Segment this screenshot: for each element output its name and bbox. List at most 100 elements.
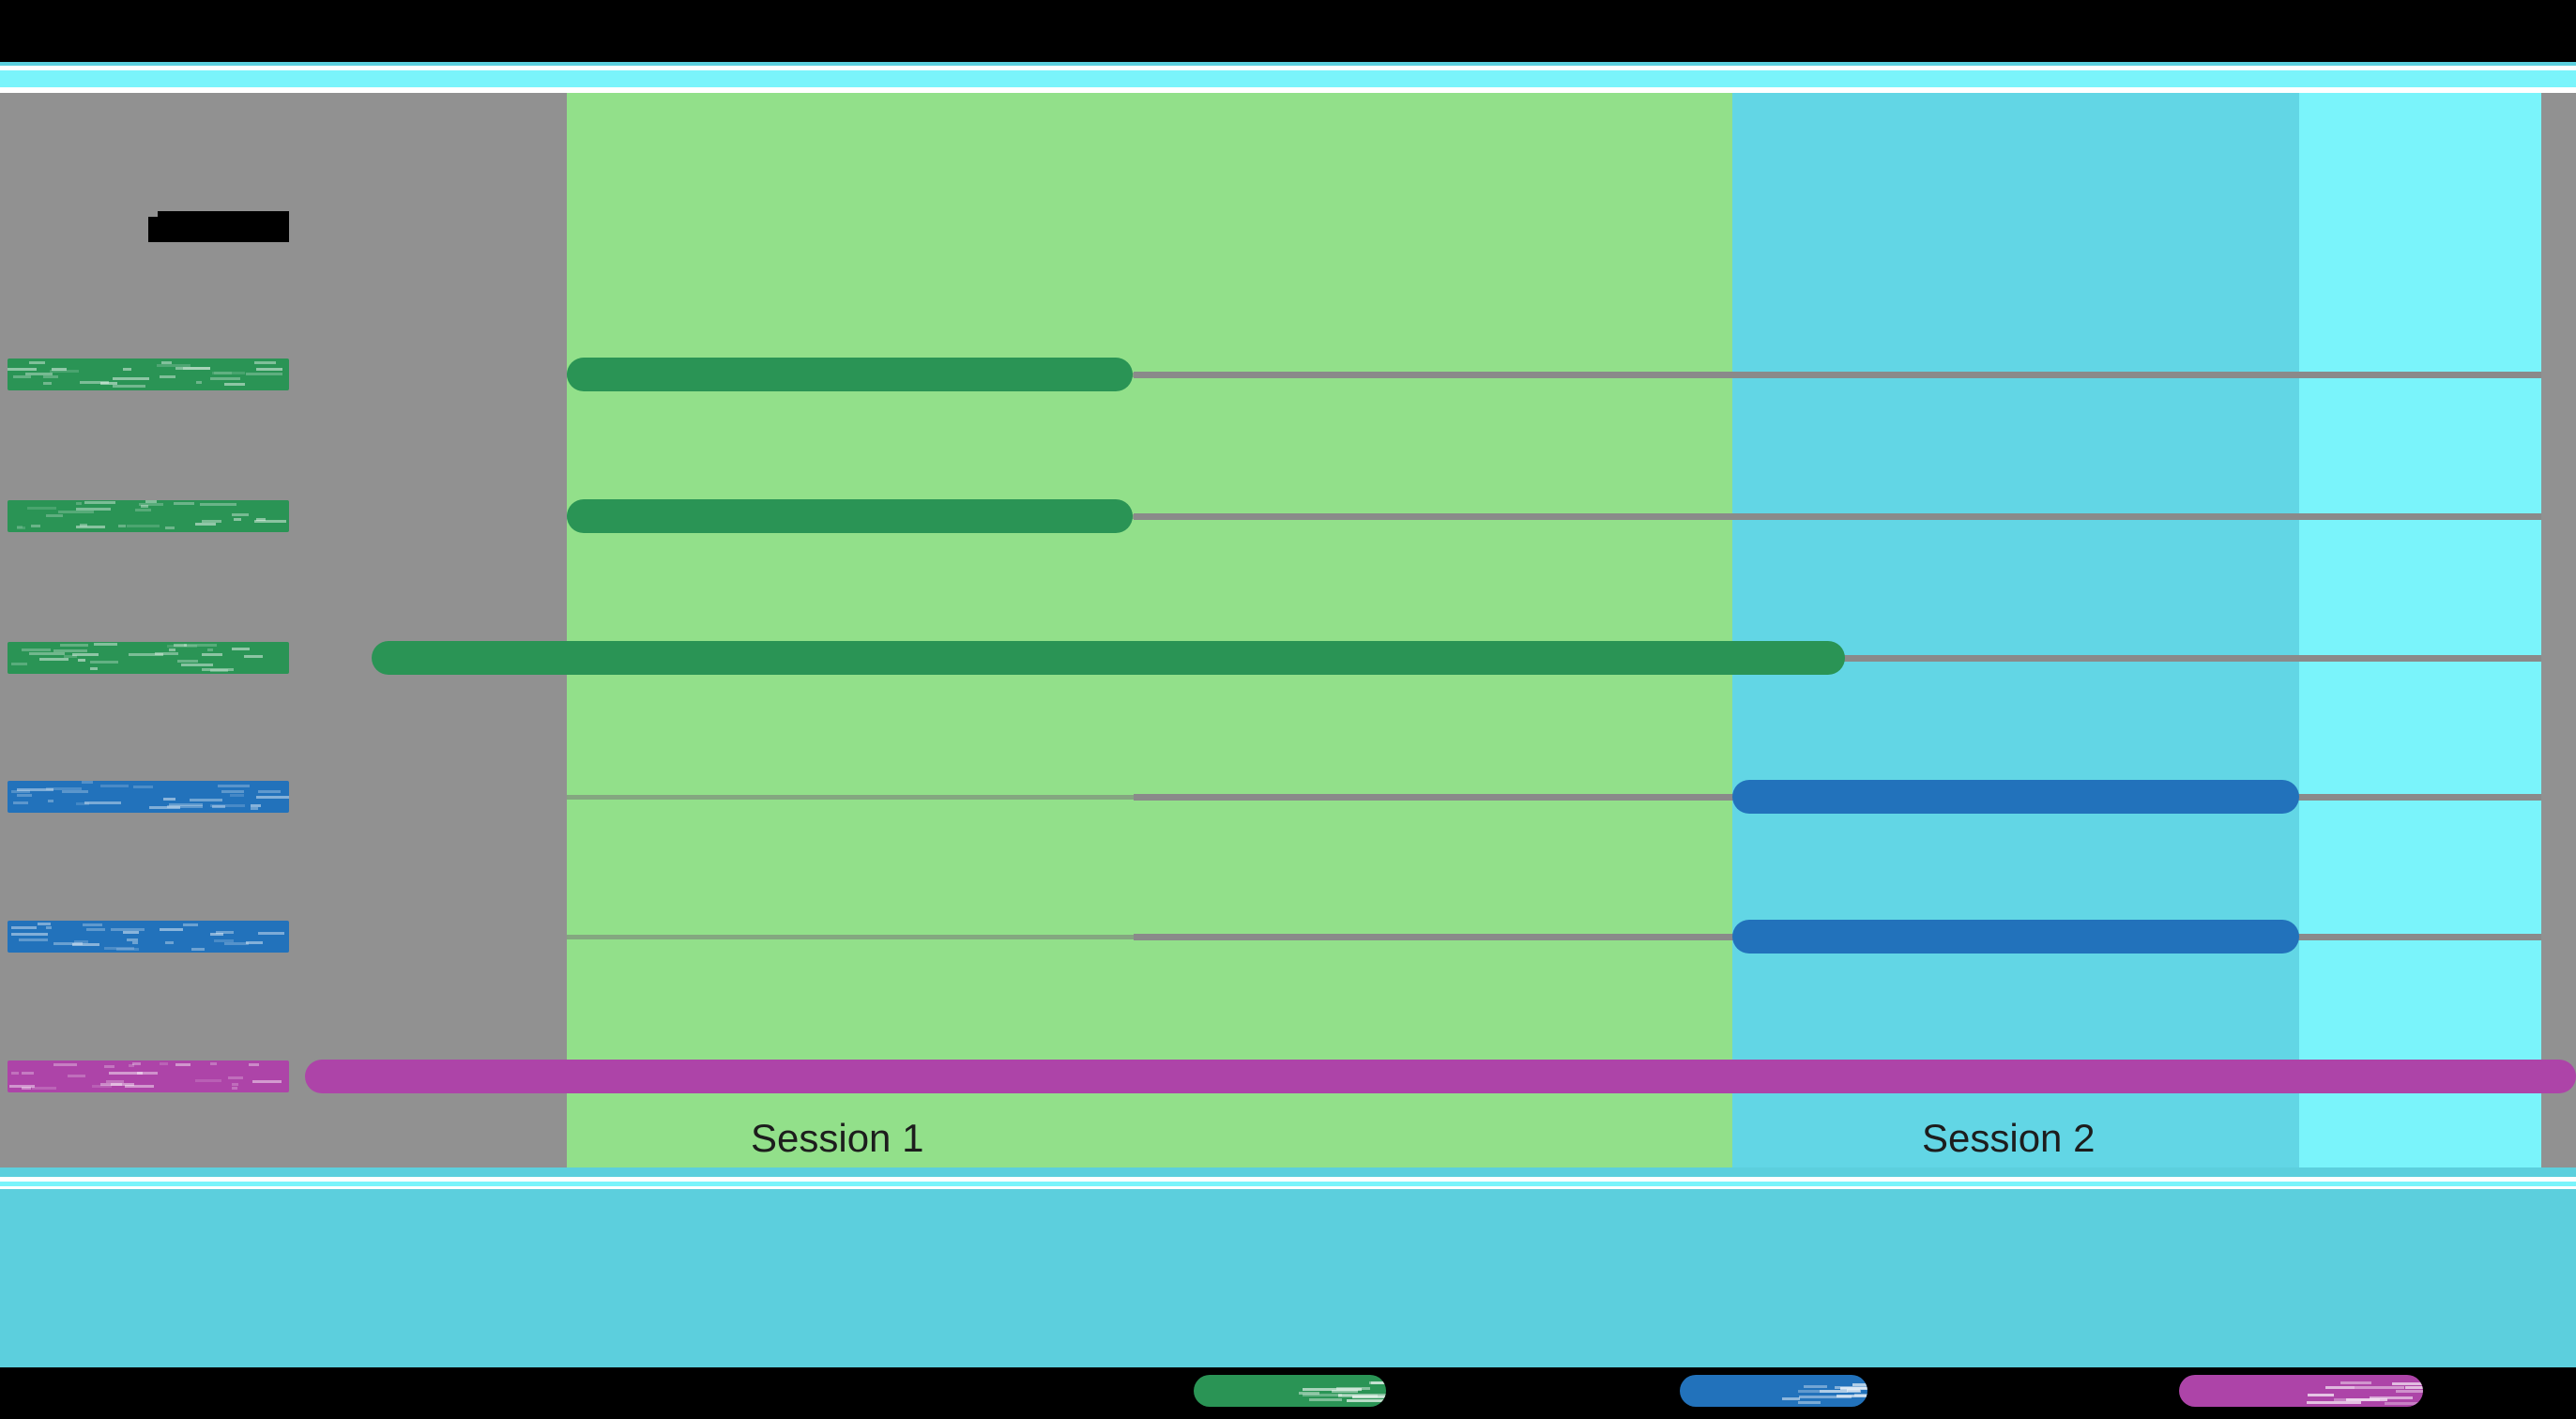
redaction-speck bbox=[145, 500, 157, 503]
task-bar[interactable] bbox=[1732, 780, 2299, 814]
redaction-speck bbox=[72, 943, 99, 946]
redaction-speck bbox=[175, 367, 210, 370]
redaction-speck bbox=[212, 805, 225, 808]
redaction-block bbox=[8, 500, 289, 532]
redaction-speck bbox=[135, 509, 151, 511]
redaction-speck bbox=[113, 385, 145, 388]
redaction-speck bbox=[78, 659, 85, 662]
redaction-speck bbox=[8, 368, 37, 371]
redaction-speck bbox=[165, 941, 174, 944]
redaction-speck bbox=[132, 941, 138, 944]
redaction-speck bbox=[123, 931, 139, 934]
y-axis-label bbox=[8, 359, 289, 390]
redaction-speck bbox=[62, 790, 88, 793]
task-bar[interactable] bbox=[567, 499, 1133, 533]
chart-title bbox=[148, 211, 289, 242]
redaction-speck bbox=[104, 1065, 114, 1068]
redaction-speck bbox=[169, 803, 203, 806]
redaction-speck bbox=[1835, 1386, 1867, 1389]
redaction-speck bbox=[256, 796, 289, 799]
redaction-speck bbox=[58, 511, 94, 513]
redaction-speck bbox=[111, 928, 145, 931]
redaction-speck bbox=[1371, 1381, 1386, 1384]
redaction-speck bbox=[19, 938, 48, 941]
session-band-2 bbox=[1732, 93, 2299, 1167]
redaction-speck bbox=[17, 526, 25, 529]
redaction-block bbox=[8, 642, 289, 674]
redaction-speck bbox=[46, 514, 63, 517]
redaction-speck bbox=[29, 652, 65, 655]
redaction-speck bbox=[218, 785, 250, 787]
redaction-speck bbox=[132, 1062, 141, 1065]
redaction-speck bbox=[80, 524, 87, 526]
redaction-speck bbox=[11, 933, 48, 936]
redaction-speck bbox=[2334, 1398, 2380, 1401]
redaction-speck bbox=[246, 373, 282, 375]
task-bar[interactable] bbox=[1732, 920, 2299, 954]
redaction-speck bbox=[174, 502, 194, 505]
redaction-speck bbox=[43, 382, 52, 385]
redaction-speck bbox=[94, 643, 117, 646]
redaction-speck bbox=[2346, 1398, 2387, 1401]
redaction-speck bbox=[11, 926, 37, 929]
redaction-speck bbox=[1338, 1394, 1386, 1396]
redaction-speck bbox=[9, 1085, 35, 1088]
redaction-speck bbox=[90, 661, 118, 664]
redaction-speck bbox=[196, 381, 202, 384]
session-1-label: Session 1 bbox=[751, 1116, 924, 1160]
chart-plot-area: Session 1 Session 2 bbox=[0, 93, 2576, 1167]
redaction-speck bbox=[258, 790, 281, 793]
redaction-speck bbox=[251, 807, 258, 810]
redaction-speck bbox=[165, 526, 175, 529]
task-bar[interactable] bbox=[567, 358, 1133, 391]
redaction-speck bbox=[100, 785, 129, 787]
redaction-speck bbox=[160, 928, 183, 931]
task-bar[interactable] bbox=[372, 641, 1845, 675]
redaction-speck bbox=[228, 1076, 243, 1079]
redaction-speck bbox=[183, 923, 198, 926]
window-frame-top-edge bbox=[0, 87, 2576, 93]
redaction-speck bbox=[224, 942, 249, 945]
redaction-speck bbox=[38, 923, 51, 925]
redaction-speck bbox=[244, 655, 263, 658]
legend-green[interactable] bbox=[1194, 1375, 1386, 1407]
redaction-speck bbox=[202, 653, 222, 656]
redaction-speck bbox=[141, 505, 148, 508]
redaction-speck bbox=[232, 1083, 238, 1086]
redaction-speck bbox=[72, 653, 99, 656]
window-frame-top-accent bbox=[0, 62, 2576, 66]
redaction-speck bbox=[27, 507, 56, 510]
redaction-speck bbox=[210, 933, 223, 936]
legend-blue[interactable] bbox=[1680, 1375, 1867, 1407]
redaction-speck bbox=[76, 502, 82, 505]
redaction-speck bbox=[1782, 1397, 1800, 1400]
redaction-speck bbox=[53, 942, 83, 945]
redaction-speck bbox=[202, 520, 221, 523]
redaction-speck bbox=[251, 804, 261, 807]
redaction-speck bbox=[163, 798, 175, 801]
redaction-speck bbox=[64, 655, 77, 658]
redaction-speck bbox=[100, 382, 117, 385]
redaction-speck bbox=[2325, 1386, 2355, 1389]
redaction-speck bbox=[139, 503, 163, 506]
redaction-speck bbox=[160, 1062, 168, 1065]
redaction-speck bbox=[246, 941, 263, 944]
task-bar[interactable] bbox=[305, 1060, 2576, 1093]
redaction-speck bbox=[43, 375, 58, 378]
redaction-speck bbox=[22, 1087, 31, 1090]
redaction-speck bbox=[210, 377, 240, 380]
redaction-speck bbox=[1299, 1392, 1319, 1395]
window-frame-bottom-edge bbox=[0, 1186, 2576, 1189]
legend-magenta[interactable] bbox=[2179, 1375, 2423, 1407]
redaction-speck bbox=[31, 525, 40, 527]
redaction-speck bbox=[169, 648, 175, 651]
window-frame-bottom-accent bbox=[0, 1167, 2576, 1177]
gridline-emphasis-1 bbox=[1134, 513, 2541, 520]
redaction-speck bbox=[46, 926, 52, 929]
redaction-speck bbox=[200, 503, 236, 506]
redaction-speck bbox=[127, 525, 160, 527]
redaction-speck bbox=[109, 1072, 143, 1075]
redaction-speck bbox=[149, 806, 180, 809]
redaction-speck bbox=[230, 794, 244, 797]
